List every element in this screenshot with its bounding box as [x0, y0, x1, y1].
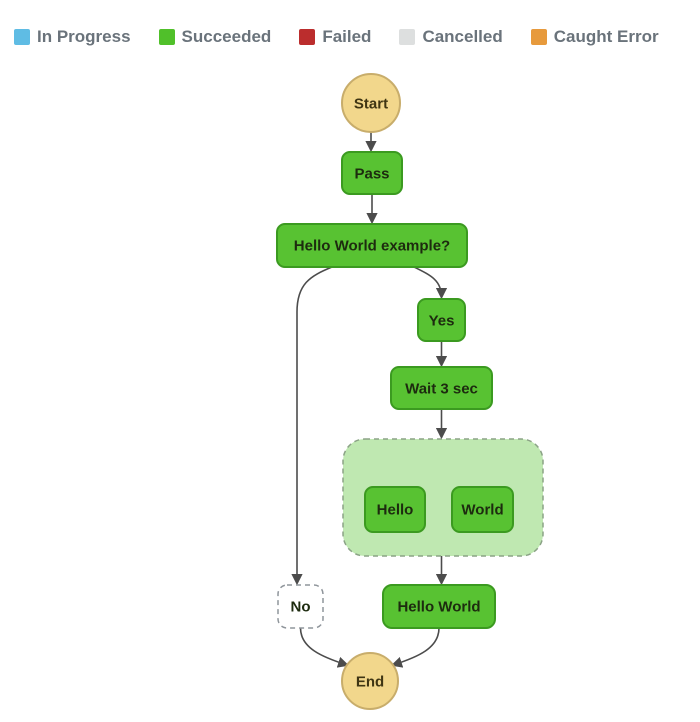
state-node-yes[interactable]: Yes	[417, 298, 466, 342]
edge-choice-no	[291, 266, 333, 586]
hello-label: Hello	[377, 502, 414, 519]
legend-item-label: In Progress	[37, 27, 131, 46]
hello-world-label: Hello World	[397, 599, 480, 616]
state-node-no[interactable]: No	[277, 584, 324, 629]
status-legend: In Progress Succeeded Failed Cancelled C…	[14, 27, 659, 47]
choice-box	[276, 223, 468, 268]
hello-world-box	[382, 584, 496, 629]
state-node-wait[interactable]: Wait 3 sec	[390, 366, 493, 410]
edge-no-end	[299, 627, 350, 668]
start-label: Start	[354, 96, 388, 113]
failed-swatch	[299, 29, 316, 45]
state-node-choice[interactable]: Hello World example?	[276, 223, 468, 268]
legend-item-succeeded: Succeeded	[158, 27, 272, 47]
world-label: World	[461, 502, 503, 519]
pass-box	[341, 151, 403, 195]
legend-item-label: Failed	[322, 27, 372, 46]
yes-box	[417, 298, 466, 342]
hello-box	[364, 486, 426, 533]
legend-item-in-progress: In Progress	[14, 27, 131, 47]
caught-error-swatch	[530, 29, 547, 45]
legend-item-label: Caught Error	[553, 27, 659, 46]
choice-label: Hello World example?	[294, 238, 450, 255]
in-progress-swatch	[14, 29, 30, 45]
state-node-hello[interactable]: Hello	[364, 486, 426, 533]
legend-item-failed: Failed	[299, 27, 371, 47]
end-circle	[341, 652, 399, 710]
world-box	[451, 486, 514, 533]
state-node-hello-world[interactable]: Hello World	[382, 584, 496, 629]
edge-choice-yes	[413, 266, 448, 300]
no-box	[277, 584, 324, 629]
state-node-world[interactable]: World	[451, 486, 514, 533]
end-label: End	[356, 674, 384, 691]
legend-item-cancelled: Cancelled	[399, 27, 503, 47]
legend-item-label: Succeeded	[181, 27, 272, 46]
legend-item-caught-error: Caught Error	[530, 27, 659, 47]
yes-label: Yes	[429, 313, 455, 330]
wait-label: Wait 3 sec	[405, 381, 478, 398]
edge-helloworld-end	[390, 627, 440, 668]
start-circle	[341, 73, 401, 133]
end-node: End	[341, 652, 399, 710]
no-label: No	[291, 599, 311, 616]
wait-box	[390, 366, 493, 410]
legend-item-label: Cancelled	[422, 27, 503, 46]
start-node: Start	[341, 73, 401, 133]
pass-label: Pass	[354, 166, 389, 183]
cancelled-swatch	[399, 29, 416, 45]
succeeded-swatch	[158, 29, 175, 45]
state-node-pass[interactable]: Pass	[341, 151, 403, 195]
